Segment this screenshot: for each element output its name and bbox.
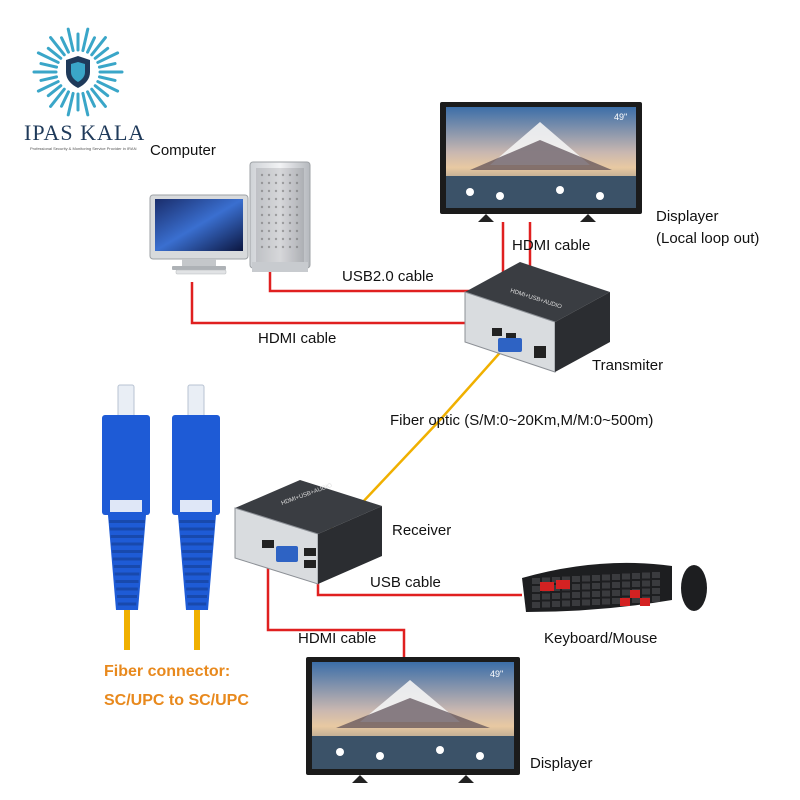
label-fiber-connector-1: Fiber connector: (104, 663, 231, 680)
label-keyboard-mouse: Keyboard/Mouse (544, 630, 658, 647)
logo-brand-name: IPAS KALA (24, 120, 146, 145)
tv-bottom (306, 657, 520, 783)
label-hdmi-bottom: HDMI cable (298, 630, 377, 647)
label-displayer-bottom: Displayer (530, 755, 593, 772)
logo-tagline: Professional Security & Monitoring Servi… (30, 146, 137, 151)
label-usb-cable: USB cable (370, 574, 441, 591)
mouse-icon (681, 565, 707, 611)
label-computer: Computer (150, 142, 216, 159)
receiver-box (234, 480, 382, 585)
label-fiber-optic: Fiber optic (S/M:0~20Km,M/M:0~500m) (390, 412, 654, 429)
tv-top (440, 102, 642, 222)
label-hdmi-left: HDMI cable (258, 330, 337, 347)
computer-tower (249, 161, 311, 272)
hdmi-cable-left (190, 282, 495, 325)
label-usb20: USB2.0 cable (342, 268, 434, 285)
label-fiber-connector-2: SC/UPC to SC/UPC (104, 692, 249, 709)
fiber-connector-icon (102, 384, 220, 650)
computer-monitor (149, 194, 249, 275)
label-displayer-top: Displayer (656, 208, 719, 225)
logo-sunburst-icon (32, 27, 124, 117)
transmitter-box (464, 262, 610, 373)
tv-top-badge: 49" (614, 112, 627, 122)
label-transmitter: Transmiter (592, 357, 664, 374)
hdmi-cable-bottom (266, 560, 406, 660)
tv-bottom-badge: 49" (490, 669, 503, 679)
label-hdmi-top: HDMI cable (512, 237, 591, 254)
label-displayer-top-sub: (Local loop out) (656, 230, 760, 247)
keyboard-icon (522, 562, 672, 612)
label-receiver: Receiver (392, 522, 452, 539)
